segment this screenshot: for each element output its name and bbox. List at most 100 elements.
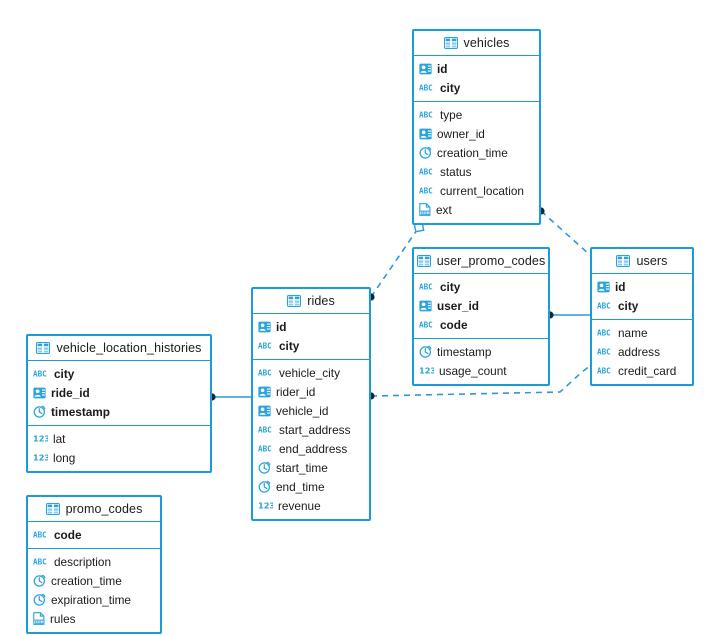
field-name: credit_card — [618, 363, 677, 378]
key-card-icon — [597, 281, 610, 293]
entity-title: vehicles — [463, 36, 510, 50]
entity-table-promo_codes[interactable]: promo_codes ABC code ABC description cre… — [26, 495, 162, 634]
key-card-icon — [258, 386, 271, 398]
svg-text:ABC: ABC — [419, 186, 433, 195]
field-row[interactable]: JSON rules — [28, 609, 160, 628]
field-name: status — [440, 164, 472, 179]
svg-text:ABC: ABC — [419, 83, 433, 92]
field-row[interactable]: creation_time — [414, 143, 539, 162]
key-field-row[interactable]: id — [253, 317, 369, 336]
entity-table-rides[interactable]: rides id ABC city ABC vehicle_city rider… — [251, 287, 371, 521]
field-row[interactable]: ABC end_address — [253, 439, 369, 458]
clock-icon — [258, 461, 271, 474]
relationship-rel-upc-users[interactable] — [546, 311, 590, 319]
key-card-icon — [258, 405, 271, 417]
field-row[interactable]: timestamp — [414, 342, 548, 361]
clock-icon — [33, 574, 46, 587]
svg-text:ABC: ABC — [597, 301, 611, 310]
abc-icon: ABC — [597, 327, 613, 338]
field-name: city — [279, 338, 300, 353]
key-field-row[interactable]: ABC code — [28, 525, 160, 544]
abc-icon: ABC — [258, 340, 274, 351]
field-row[interactable]: start_time — [253, 458, 369, 477]
abc-icon: ABC — [33, 556, 49, 567]
key-field-row[interactable]: ABC city — [253, 336, 369, 355]
key-field-row[interactable]: ABC city — [28, 364, 210, 383]
entity-title: promo_codes — [65, 502, 143, 516]
key-field-row[interactable]: id — [592, 277, 692, 296]
primary-key-section: ABC city user_id ABC code — [414, 274, 548, 339]
key-field-row[interactable]: timestamp — [28, 402, 210, 421]
svg-text:ABC: ABC — [33, 530, 47, 539]
primary-key-section: id ABC city — [253, 314, 369, 360]
key-field-row[interactable]: ABC city — [592, 296, 692, 315]
field-row[interactable]: 123 long — [28, 448, 210, 467]
field-name: ride_id — [51, 385, 90, 400]
clock-icon — [33, 405, 46, 418]
field-row[interactable]: ABC start_address — [253, 420, 369, 439]
abc-icon: ABC — [419, 281, 435, 292]
field-name: long — [53, 450, 76, 465]
primary-key-section: id ABC city — [592, 274, 692, 320]
field-row[interactable]: ABC credit_card — [592, 361, 692, 380]
field-name: id — [615, 279, 626, 294]
relationship-rel-vlh-rides[interactable] — [208, 393, 251, 401]
field-name: name — [618, 325, 648, 340]
entity-header[interactable]: users — [592, 249, 692, 274]
field-row[interactable]: expiration_time — [28, 590, 160, 609]
field-name: end_address — [279, 441, 348, 456]
entity-header[interactable]: user_promo_codes — [414, 249, 548, 274]
column-section: timestamp 123 usage_count — [414, 339, 548, 384]
key-field-row[interactable]: ride_id — [28, 383, 210, 402]
field-name: timestamp — [437, 344, 492, 359]
field-row[interactable]: ABC vehicle_city — [253, 363, 369, 382]
field-row[interactable]: 123 revenue — [253, 496, 369, 515]
entity-header[interactable]: vehicle_location_histories — [28, 336, 210, 361]
field-row[interactable]: end_time — [253, 477, 369, 496]
table-icon — [443, 37, 458, 49]
entity-header[interactable]: promo_codes — [28, 497, 160, 522]
column-section: ABC vehicle_city rider_id vehicle_id ABC… — [253, 360, 369, 519]
abc-icon: ABC — [33, 368, 49, 379]
field-row[interactable]: 123 lat — [28, 429, 210, 448]
entity-table-vehicle_location_histories[interactable]: vehicle_location_histories ABC city ride… — [26, 334, 212, 473]
svg-text:ABC: ABC — [258, 444, 272, 453]
column-section: ABC name ABC address ABC credit_card — [592, 320, 692, 384]
key-field-row[interactable]: ABC city — [414, 277, 548, 296]
field-row[interactable]: creation_time — [28, 571, 160, 590]
entity-header[interactable]: rides — [253, 289, 369, 314]
field-row[interactable]: rider_id — [253, 382, 369, 401]
abc-icon: ABC — [258, 443, 274, 454]
field-name: ext — [436, 202, 452, 217]
key-field-row[interactable]: ABC city — [414, 78, 539, 97]
field-row[interactable]: ABC address — [592, 342, 692, 361]
entity-table-vehicles[interactable]: vehicles id ABC city ABC type owner_id c… — [412, 29, 541, 225]
field-row[interactable]: 123 usage_count — [414, 361, 548, 380]
entity-table-user_promo_codes[interactable]: user_promo_codes ABC city user_id ABC co… — [412, 247, 550, 386]
clock-icon — [419, 345, 432, 358]
json-icon: JSON — [419, 203, 431, 216]
entity-header[interactable]: vehicles — [414, 31, 539, 56]
table-icon — [45, 503, 60, 515]
entity-table-users[interactable]: users id ABC city ABC name ABC address A… — [590, 247, 694, 386]
svg-text:ABC: ABC — [419, 320, 433, 329]
field-row[interactable]: JSON ext — [414, 200, 539, 219]
field-name: start_address — [279, 422, 351, 437]
field-name: code — [54, 527, 82, 542]
key-field-row[interactable]: user_id — [414, 296, 548, 315]
key-card-icon — [419, 300, 432, 312]
abc-icon: ABC — [597, 346, 613, 357]
field-row[interactable]: vehicle_id — [253, 401, 369, 420]
123-icon: 123 — [33, 433, 48, 444]
field-row[interactable]: ABC description — [28, 552, 160, 571]
field-row[interactable]: owner_id — [414, 124, 539, 143]
svg-text:ABC: ABC — [258, 425, 272, 434]
field-row[interactable]: ABC current_location — [414, 181, 539, 200]
abc-icon: ABC — [419, 166, 435, 177]
table-icon — [36, 342, 51, 354]
field-row[interactable]: ABC status — [414, 162, 539, 181]
field-row[interactable]: ABC name — [592, 323, 692, 342]
key-field-row[interactable]: ABC code — [414, 315, 548, 334]
key-field-row[interactable]: id — [414, 59, 539, 78]
field-row[interactable]: ABC type — [414, 105, 539, 124]
